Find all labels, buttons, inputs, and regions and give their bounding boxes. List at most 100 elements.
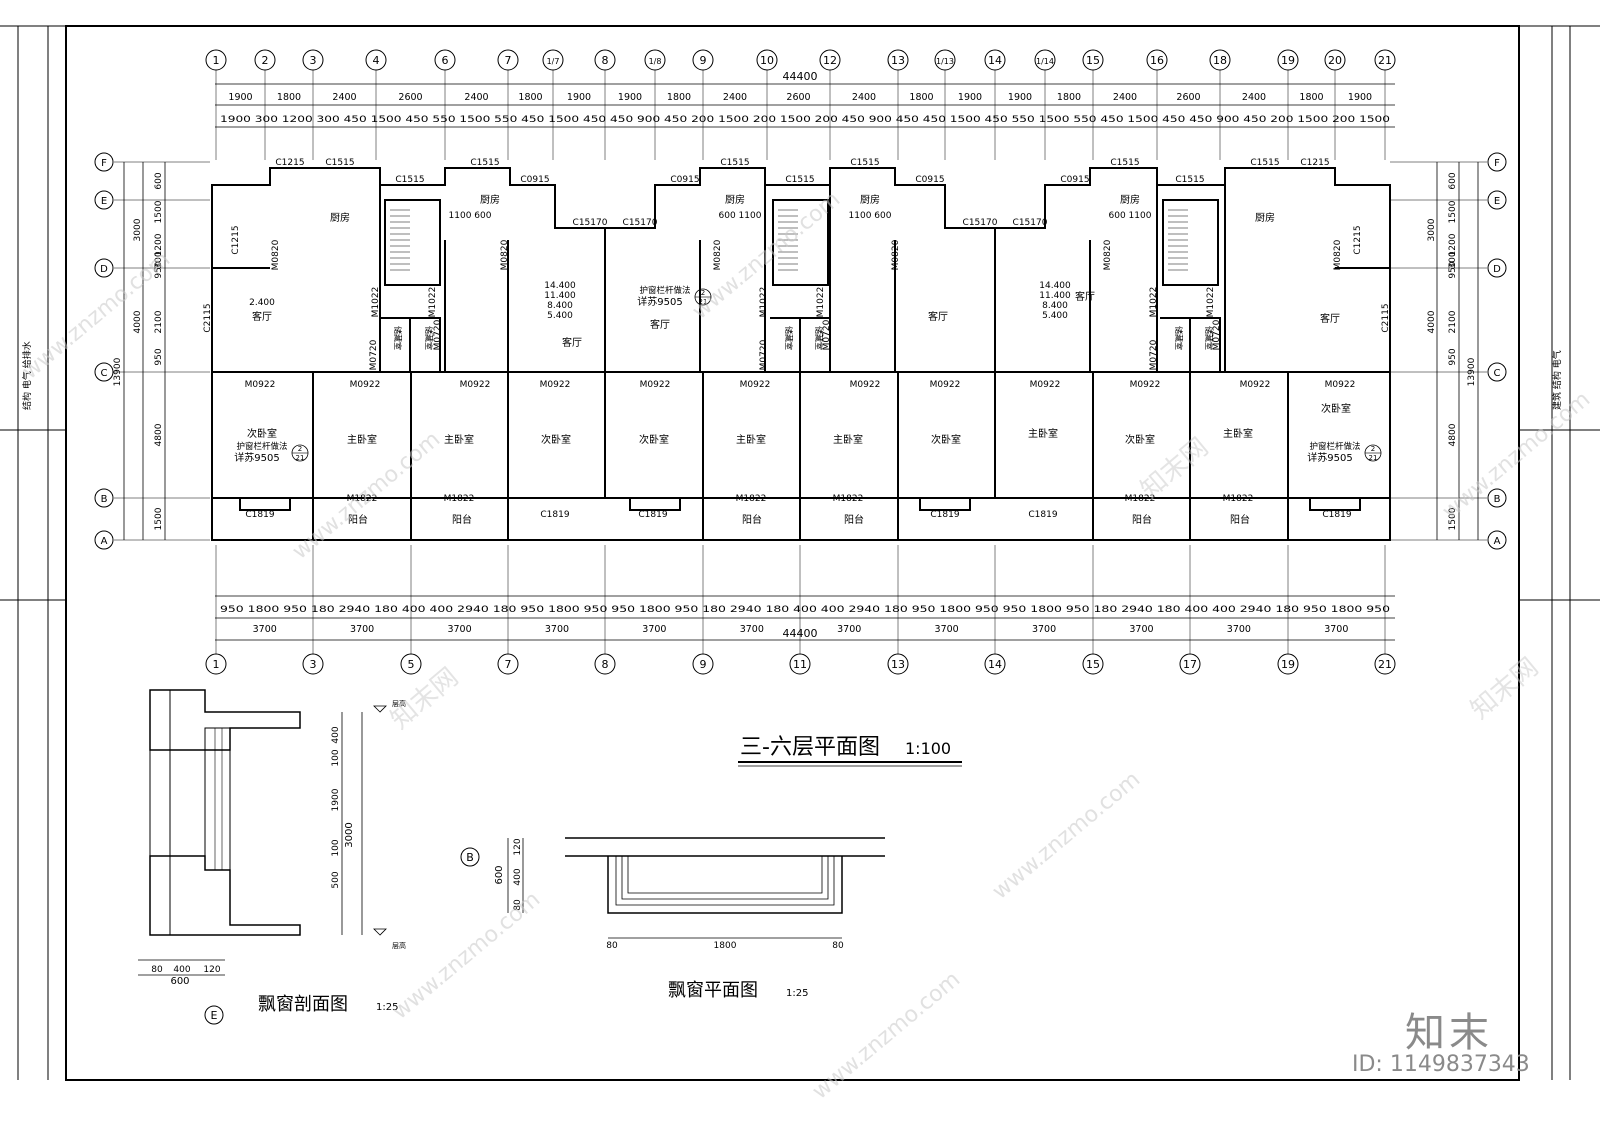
top-dim-value: 1900 xyxy=(1008,92,1032,103)
opening-label-door_m1822: M1822 xyxy=(736,494,767,504)
axis-label-bottom: 13 xyxy=(891,658,905,671)
axis-bubble-right xyxy=(1487,488,1507,508)
opening-label-door_m1822: M1822 xyxy=(1223,494,1254,504)
opening-label-dim_600_1100: 600 1100 xyxy=(719,211,762,221)
plan-detail-scale: 1:25 xyxy=(786,988,808,999)
top-dim-value: 1800 xyxy=(1057,92,1081,103)
room-label-storage: 储藏室 xyxy=(393,326,403,350)
watermark-text: www.znzmo.com xyxy=(1438,387,1595,525)
section-axis-bubble xyxy=(204,1005,224,1025)
left-dim-outer: 4000 xyxy=(133,310,143,333)
room-label-kitchen: 厨房 xyxy=(330,211,350,224)
section-bottom-total: 600 xyxy=(170,976,189,987)
right-dim-value: 4800 xyxy=(1448,423,1458,446)
opening-label-door_m0720: M0720 xyxy=(433,319,443,350)
section-bottom-dim: 400 xyxy=(173,965,190,975)
axis-label-bottom: 7 xyxy=(505,658,512,671)
axis-label-top: 1/8 xyxy=(649,57,662,66)
watermark-text-cn: 知末网 xyxy=(385,662,464,735)
right-dim-value: 2100 xyxy=(1448,310,1458,333)
section-dim: 500 xyxy=(331,871,341,888)
overall-bottom-dimension: 44400 xyxy=(783,627,818,640)
opening-label-window_c2115: C2115 xyxy=(1381,303,1391,332)
wall-segment xyxy=(380,317,1221,372)
rail-circle-bottom: 21 xyxy=(1369,454,1378,462)
elevation-note: 14.400 xyxy=(1039,281,1071,291)
opening-label-door_m1822: M1822 xyxy=(833,494,864,504)
axis-label-bottom: 8 xyxy=(602,658,609,671)
left-title-strip xyxy=(0,25,66,1080)
section-total-dim: 3000 xyxy=(344,822,355,847)
section-level-label-top: 层高 xyxy=(392,699,406,708)
room-label-kitchen: 厨房 xyxy=(480,193,500,206)
plan-detail-dim-v: 400 xyxy=(513,868,523,885)
room-label-storage: 储藏室 xyxy=(1174,326,1184,350)
bottom-dim-value: 3700 xyxy=(447,624,471,635)
opening-label-window_c1819: C1819 xyxy=(930,510,959,520)
watermark-text-cn: 知末网 xyxy=(1465,652,1544,725)
opening-label-window_c1215: C1215 xyxy=(231,225,241,254)
opening-label-door_m0922: M0922 xyxy=(1030,380,1061,390)
axis-label-top: 3 xyxy=(310,54,317,67)
watermark-text: www.znzmo.com xyxy=(808,967,965,1105)
room-label-balcony: 阳台 xyxy=(348,513,368,526)
room-label-second: 次卧室 xyxy=(639,433,669,446)
overall-top-dimension: 44400 xyxy=(783,70,818,83)
opening-label-door_m0922: M0922 xyxy=(640,380,671,390)
opening-label-window_c1215: C1215 xyxy=(1300,158,1329,168)
opening-label-window_c15170: C15170 xyxy=(963,218,998,228)
opening-label-window_c1515: C1515 xyxy=(850,158,879,168)
room-label-second: 次卧室 xyxy=(247,427,277,440)
left-strip-text: 结构 电气 给排水 xyxy=(21,341,33,410)
axis-label-top: 15 xyxy=(1086,54,1100,67)
axis-label-top: 19 xyxy=(1281,54,1295,67)
opening-label-window_c1515: C1515 xyxy=(395,175,424,185)
left-dim-value: 1200 xyxy=(154,233,164,256)
right-title-strip xyxy=(1519,25,1600,1080)
axis-label-left: E xyxy=(101,196,107,207)
axis-label-right: F xyxy=(1494,158,1500,169)
wall-segment xyxy=(379,185,1226,372)
left-dim-value: 1500 xyxy=(154,507,164,530)
axis-label-top: 1/14 xyxy=(1036,57,1054,66)
opening-label-window_c1819: C1819 xyxy=(245,510,274,520)
right-strip-text: 建筑 结构 电气 xyxy=(1551,350,1563,410)
opening-label-door_m1022: M1022 xyxy=(1206,287,1216,318)
axis-bubble-left xyxy=(94,488,114,508)
opening-label-door_m0820: M0820 xyxy=(1333,239,1343,270)
opening-label-door_m0820: M0820 xyxy=(500,239,510,270)
opening-label-door_m0820: M0820 xyxy=(1103,239,1113,270)
axis-bubble-left xyxy=(94,362,114,382)
bottom-dim-value: 3700 xyxy=(1032,624,1056,635)
bottom-dim-value: 3700 xyxy=(740,624,764,635)
wall-segment xyxy=(1224,167,1391,270)
plan-detail-dim-h: 80 xyxy=(606,941,618,951)
section-bottom-dim: 80 xyxy=(151,965,163,975)
axis-label-bottom: 14 xyxy=(988,658,1002,671)
room-label-balcony: 阳台 xyxy=(1230,513,1250,526)
top-dim-value: 1800 xyxy=(277,92,301,103)
section-detail-scale: 1:25 xyxy=(376,1002,398,1013)
axis-label-bottom: 5 xyxy=(408,658,415,671)
left-dim-outer: 13900 xyxy=(113,357,123,386)
section-dim: 400 xyxy=(331,726,341,743)
top-dim-value: 2400 xyxy=(1113,92,1137,103)
section-bottom-dim: 120 xyxy=(203,965,220,975)
opening-label-window_c15170: C15170 xyxy=(1013,218,1048,228)
axis-label-right: A xyxy=(1494,536,1501,547)
room-label-second: 次卧室 xyxy=(1125,433,1155,446)
opening-label-door_m0820: M0820 xyxy=(891,239,901,270)
axis-bubble-left xyxy=(94,152,114,172)
bottom-dimension-row1: 950 1800 950 180 2940 180 400 400 2940 1… xyxy=(220,605,1390,615)
axis-label-left: D xyxy=(100,264,108,275)
opening-label-door_m0922: M0922 xyxy=(245,380,276,390)
plan-detail-dim-h: 1800 xyxy=(714,941,737,951)
room-label-storage: 储藏室 xyxy=(784,326,794,350)
opening-label-door_m0922: M0922 xyxy=(740,380,771,390)
room-label-living: 客厅 xyxy=(252,310,272,323)
elevation-note: 2.400 xyxy=(249,298,275,308)
axis-label-right: B xyxy=(1494,494,1501,505)
bottom-dim-value: 3700 xyxy=(935,624,959,635)
left-dim-value: 2100 xyxy=(154,310,164,333)
